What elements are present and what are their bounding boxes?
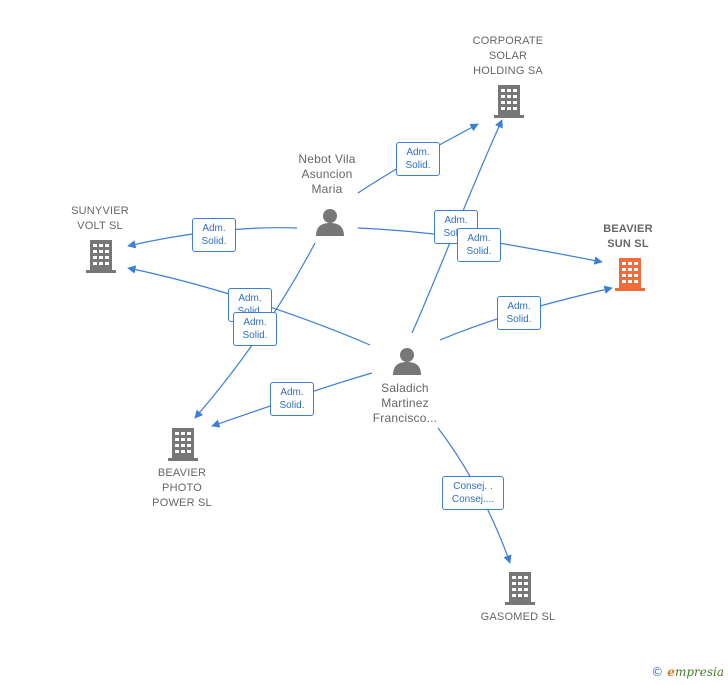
- person-icon[interactable]: [316, 209, 344, 236]
- edge-label-line: Adm.: [238, 293, 262, 304]
- edge-label-line: Solid.: [279, 400, 305, 411]
- label-line: PHOTO: [162, 482, 202, 494]
- edge-label[interactable]: Adm. Solid.: [192, 218, 236, 252]
- edge-label-line: Adm.: [507, 301, 531, 312]
- building-icon[interactable]: [168, 428, 198, 461]
- edge-label-line: Adm.: [243, 317, 267, 328]
- label-line: Saladich: [381, 381, 429, 395]
- edge-label[interactable]: Adm. Solid.: [270, 382, 314, 416]
- node-label-beavier-photo[interactable]: BEAVIER PHOTO POWER SL: [137, 466, 227, 511]
- label-line: SUNYVIER: [71, 205, 129, 217]
- label-line: Nebot Vila: [298, 152, 356, 166]
- node-label-gasomed[interactable]: GASOMED SL: [468, 610, 568, 625]
- node-label-saladich[interactable]: Saladich Martinez Francisco...: [355, 381, 455, 426]
- label-line: GASOMED SL: [480, 611, 556, 623]
- building-icon[interactable]: [86, 240, 116, 273]
- node-label-beavier-sun[interactable]: BEAVIER SUN SL: [588, 222, 668, 252]
- node-label-nebot[interactable]: Nebot Vila Asuncion Maria: [277, 152, 377, 197]
- brand-name: mpresia: [674, 665, 724, 679]
- edge-label[interactable]: Adm. Solid.: [396, 142, 440, 176]
- node-label-corporate-solar[interactable]: CORPORATE SOLAR HOLDING SA: [458, 34, 558, 79]
- label-line: Martinez: [381, 396, 429, 410]
- brand-initial: e: [667, 665, 675, 679]
- edge-label-line: Adm.: [406, 147, 430, 158]
- label-line: BEAVIER: [603, 223, 653, 235]
- edge-label-line: Solid.: [506, 314, 532, 325]
- brand-logo: empresia: [667, 665, 724, 679]
- edge-label[interactable]: Adm. Solid.: [233, 312, 277, 346]
- node-label-sunyvier[interactable]: SUNYVIER VOLT SL: [55, 204, 145, 234]
- edge-label[interactable]: Adm. Solid.: [497, 296, 541, 330]
- label-line: POWER SL: [152, 497, 212, 509]
- edge-label-line: Solid.: [233, 305, 267, 318]
- label-line: CORPORATE: [472, 35, 544, 47]
- building-icon-highlight[interactable]: [615, 258, 645, 291]
- edge-label-line: Solid.: [201, 236, 227, 247]
- person-icon[interactable]: [393, 348, 421, 375]
- edge-label[interactable]: Consej. . Consej....: [442, 476, 504, 510]
- label-line: VOLT SL: [77, 220, 123, 232]
- label-line: HOLDING SA: [473, 65, 543, 77]
- edge-label-line: Consej. .: [453, 481, 493, 492]
- label-line: Maria: [311, 182, 343, 196]
- edge-label-line: Consej....: [451, 494, 495, 505]
- edge-label-line: Adm.: [280, 387, 304, 398]
- edge-label-line: Solid.: [242, 330, 268, 341]
- copyright-icon: ©: [651, 665, 664, 679]
- label-line: SUN SL: [607, 238, 649, 250]
- footer-brand: ©empresia: [651, 665, 724, 679]
- label-line: BEAVIER: [157, 467, 207, 479]
- label-line: Francisco...: [372, 411, 438, 425]
- building-icon[interactable]: [494, 85, 524, 118]
- edge-label-line: Adm.: [202, 223, 226, 234]
- edge-label-line: Adm.: [444, 215, 468, 226]
- edge-label-line: Adm.: [467, 233, 491, 244]
- label-line: SOLAR: [488, 50, 528, 62]
- edge-label-line: Solid.: [443, 228, 469, 239]
- building-icon[interactable]: [505, 572, 535, 605]
- edge-label-line: Solid.: [466, 246, 492, 257]
- edge-label[interactable]: Adm. Solid.: [457, 228, 501, 262]
- label-line: Asuncion: [301, 167, 353, 181]
- edge-label-line: Solid.: [405, 160, 431, 171]
